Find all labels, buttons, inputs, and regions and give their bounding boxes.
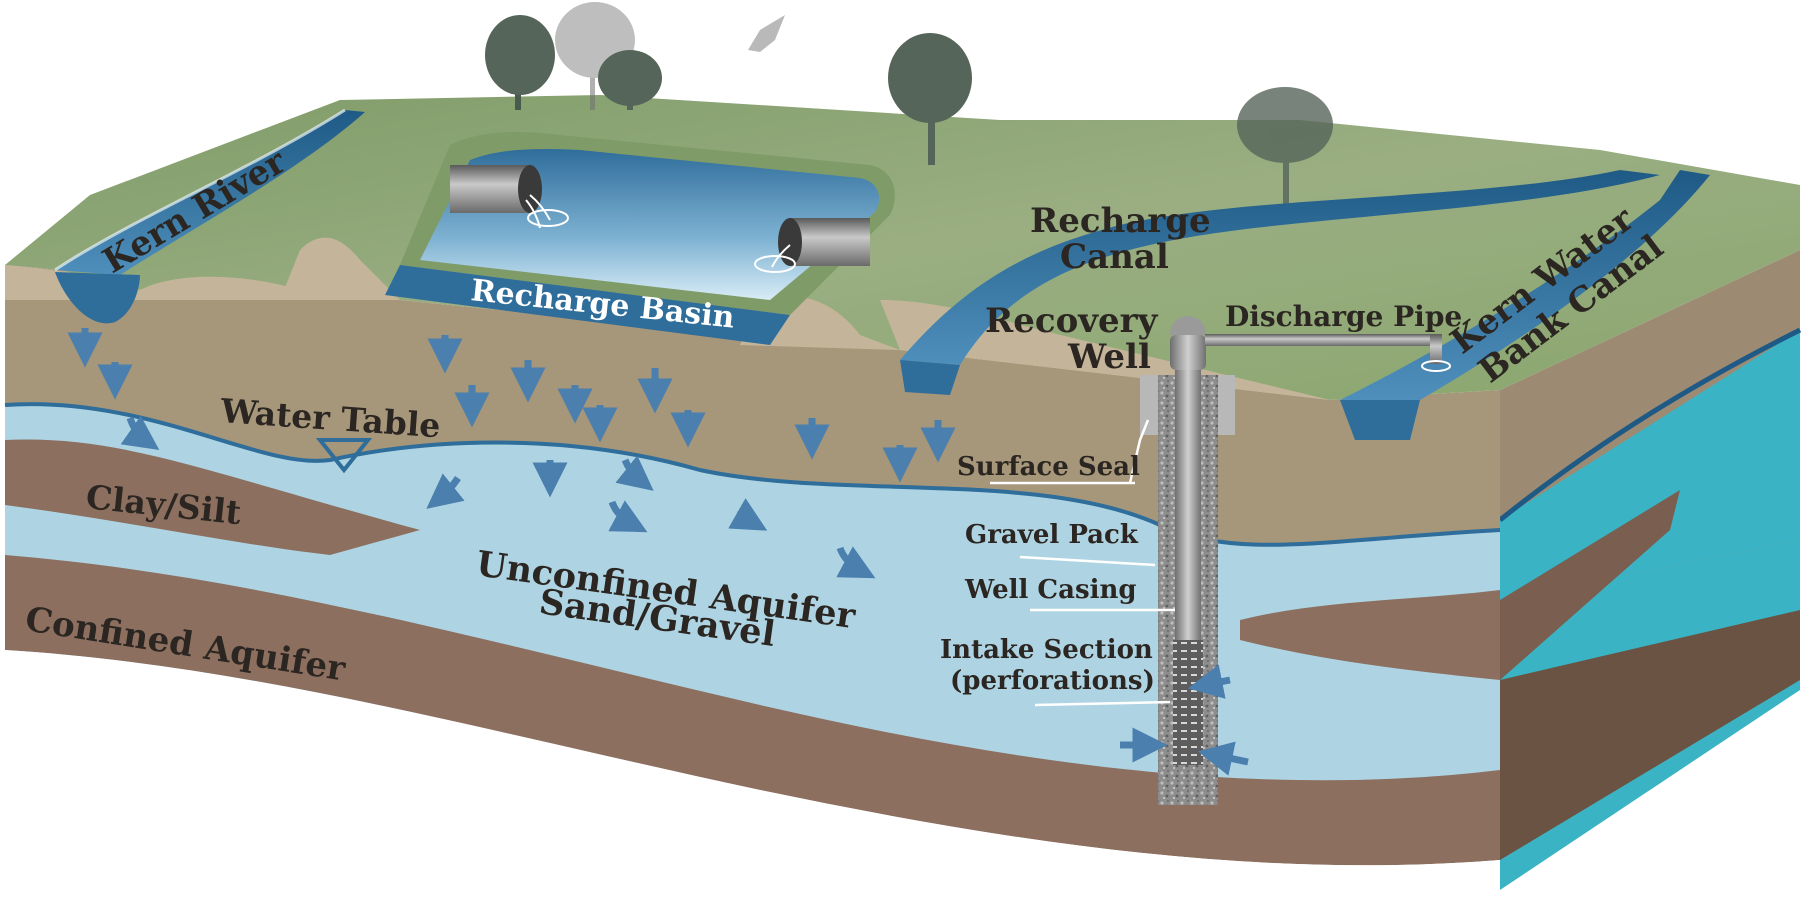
tree-4 <box>888 33 972 165</box>
clay-lens-right <box>1240 590 1500 680</box>
recovery-well-label-2: Well <box>1067 337 1151 377</box>
confining-layer <box>5 555 1500 866</box>
clay-silt-lens <box>5 439 420 555</box>
recharge-canal <box>900 170 1660 395</box>
trees <box>485 2 1333 215</box>
discharge-pipe <box>1205 334 1440 346</box>
infiltration-arrows <box>67 328 956 579</box>
recharge-canal-label-1: Recharge <box>1030 201 1211 241</box>
intake-section-label-1: Intake Section <box>940 635 1153 665</box>
tree-1 <box>485 15 555 110</box>
kern-river <box>54 108 365 324</box>
water-table-symbol <box>315 438 373 474</box>
water-table-line <box>4 402 1501 547</box>
tree-5 <box>1237 87 1333 215</box>
leader-lines <box>990 419 1175 707</box>
well-casing <box>1175 340 1201 640</box>
recovery-well-label-1: Recovery <box>985 301 1159 341</box>
inlet-pipe-2 <box>754 218 870 273</box>
kern-water-bank-canal <box>1340 170 1710 440</box>
surface-seal-label: Surface Seal <box>957 452 1140 482</box>
tree-3 <box>598 50 662 110</box>
block-side-face <box>1498 250 1802 890</box>
bird-or-leaf <box>748 15 785 52</box>
inlet-pipe-1 <box>450 165 569 229</box>
discharge-pipe-label: Discharge Pipe <box>1225 300 1462 333</box>
recovery-well <box>1120 316 1451 805</box>
gravel-pack-label: Gravel Pack <box>965 520 1139 550</box>
well-casing-label: Well Casing <box>964 575 1137 605</box>
recharge-basin <box>385 132 895 345</box>
intake-section-label-2: (perforations) <box>950 666 1155 696</box>
intake-section <box>1173 640 1203 765</box>
recharge-canal-label-2: Canal <box>1060 237 1169 277</box>
